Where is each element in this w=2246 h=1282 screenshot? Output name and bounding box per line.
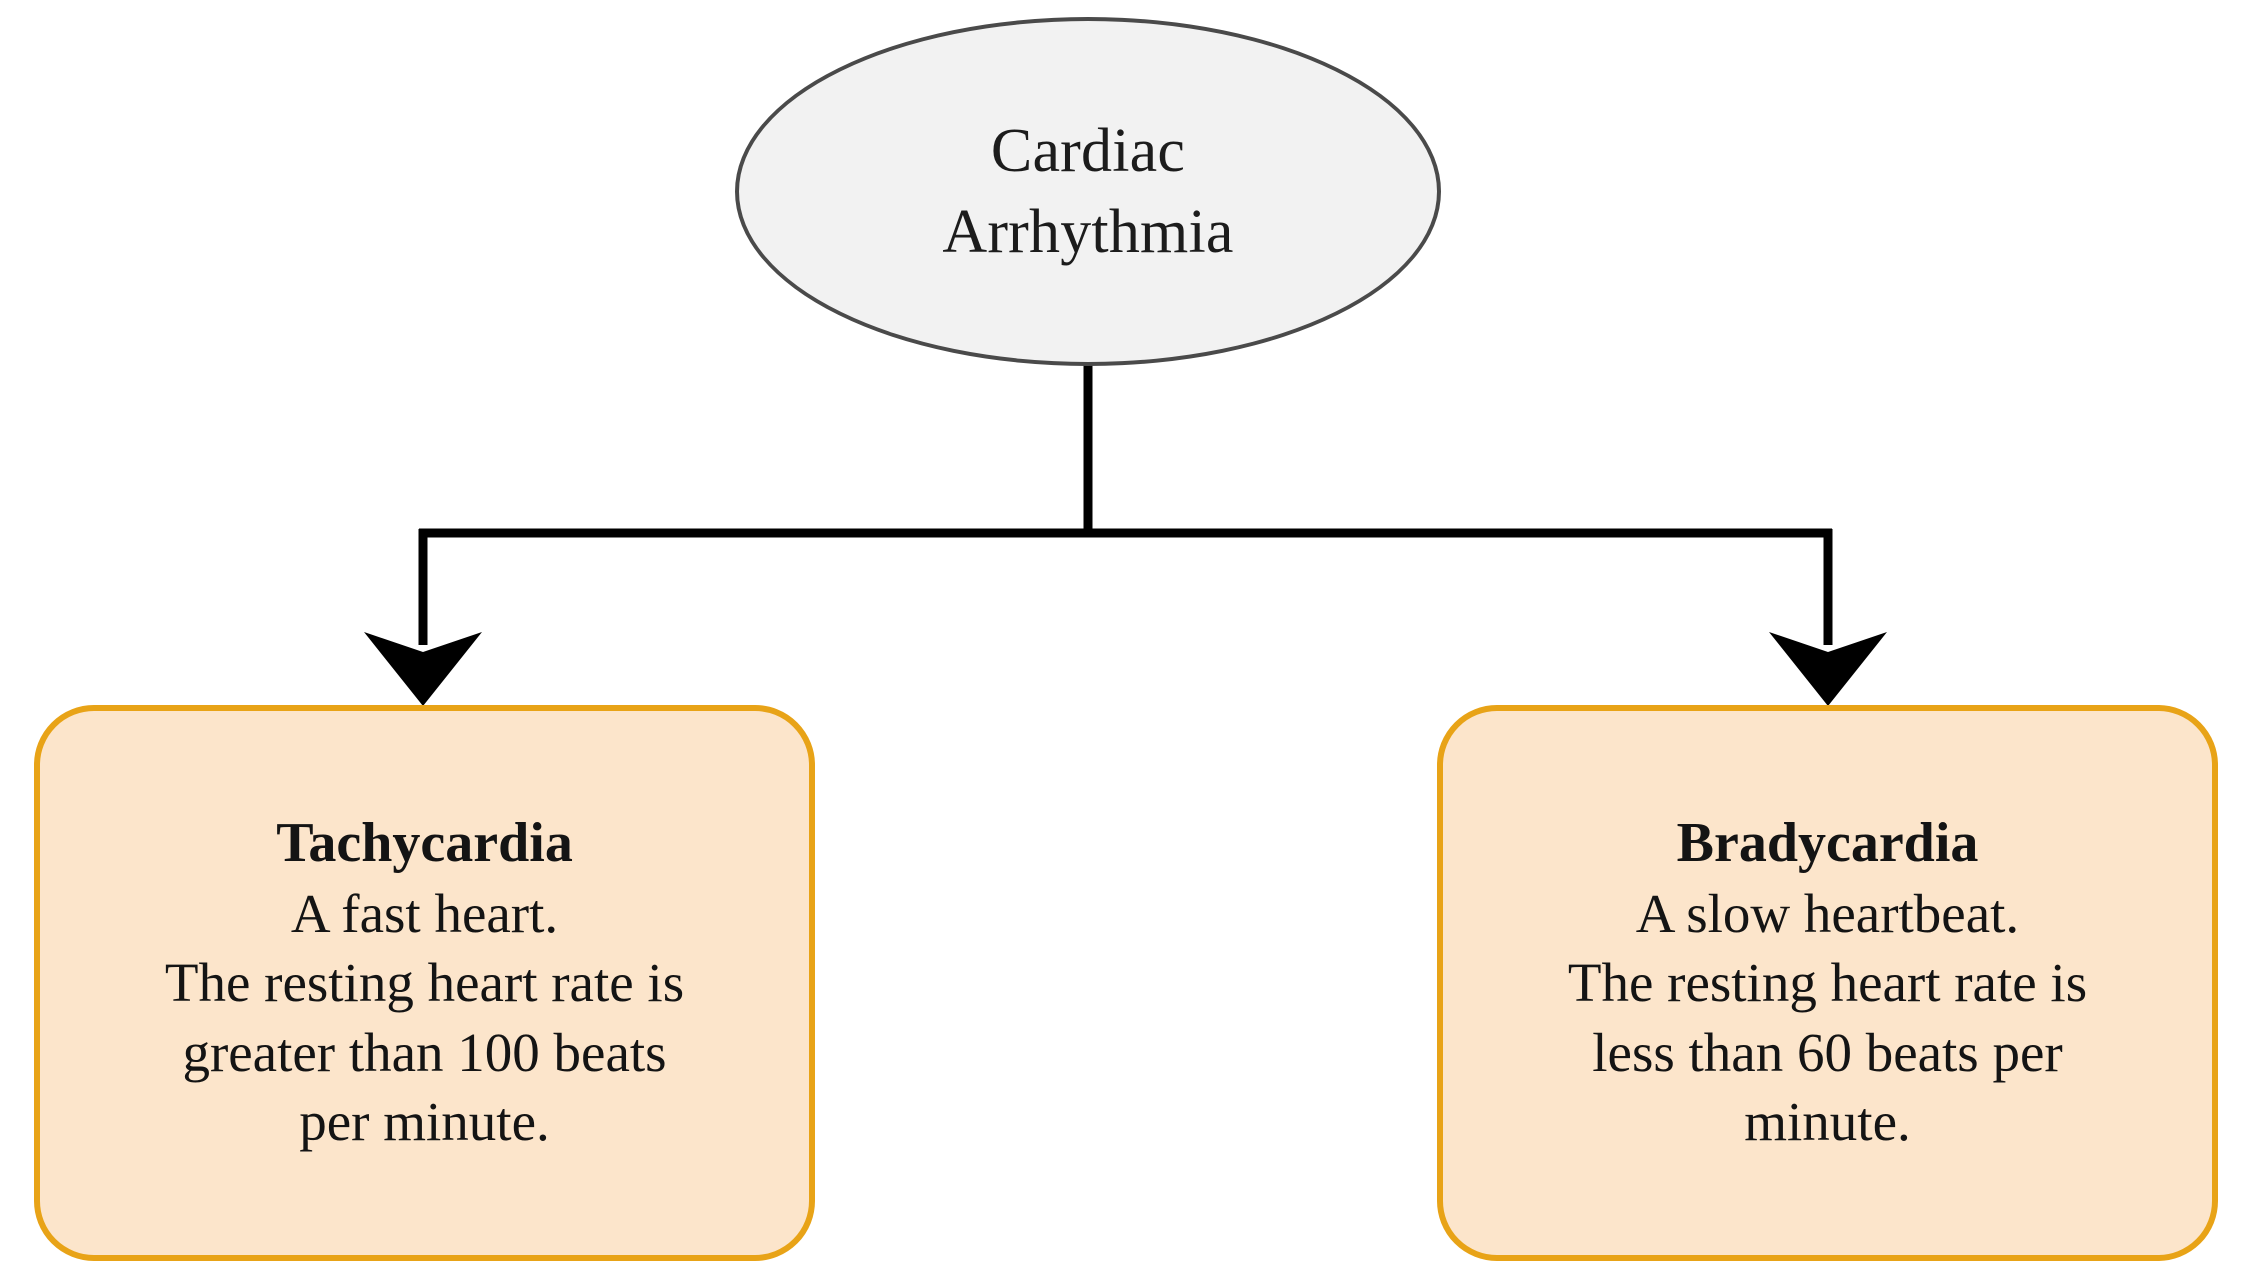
node-bradycardia-description: A slow heartbeat. The resting heart rate… xyxy=(1567,883,2088,1152)
node-root-label: Cardiac Arrhythmia xyxy=(890,111,1285,272)
node-root-label-line2: Arrhythmia xyxy=(942,197,1234,266)
node-root-label-line1: Cardiac xyxy=(990,116,1186,185)
arrowhead-right-icon xyxy=(1769,632,1887,706)
node-tachycardia[interactable]: Tachycardia A fast heart. The resting he… xyxy=(34,705,815,1261)
node-cardiac-arrhythmia[interactable]: Cardiac Arrhythmia xyxy=(735,17,1441,366)
arrowhead-left-icon xyxy=(364,632,482,706)
node-tachycardia-description: A fast heart. The resting heart rate is … xyxy=(164,883,685,1152)
node-tachycardia-title: Tachycardia xyxy=(276,811,573,874)
node-bradycardia[interactable]: Bradycardia A slow heartbeat. The restin… xyxy=(1437,705,2218,1261)
node-bradycardia-title: Bradycardia xyxy=(1676,811,1979,874)
